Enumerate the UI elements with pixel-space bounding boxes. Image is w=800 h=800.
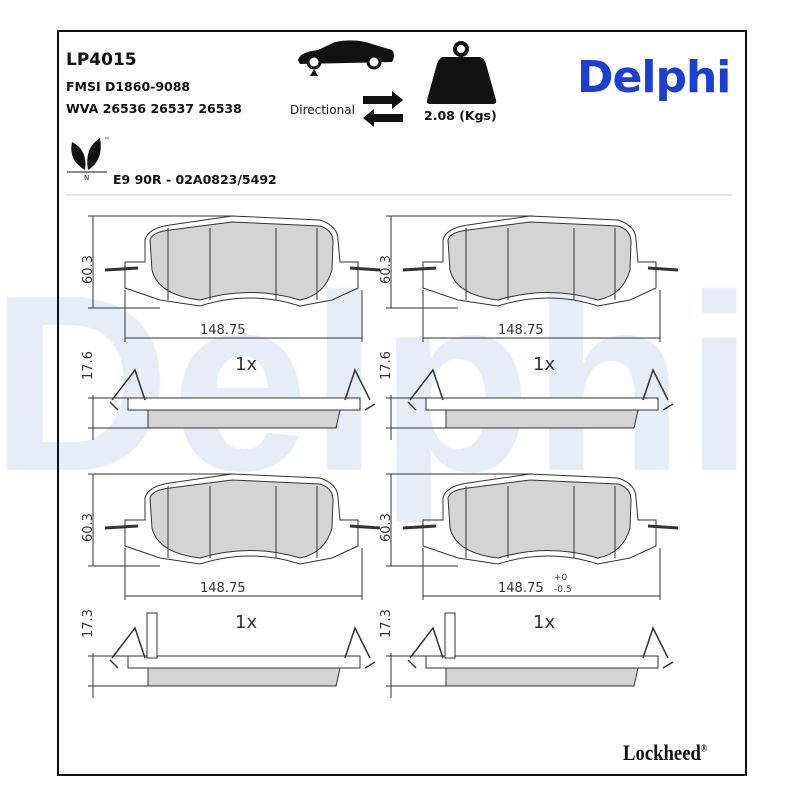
lockheed-text: Lockheed (623, 740, 701, 765)
wear-clip (402, 524, 679, 530)
friction-material (447, 479, 632, 559)
car-axle-icon (298, 40, 394, 76)
friction-material (149, 221, 334, 301)
height-dim-label: 60.3 (81, 255, 96, 284)
thickness-dim-label: 17.6 (81, 351, 96, 380)
width-tol-lower: -0.5 (554, 585, 572, 595)
quantity-label: 1x (235, 612, 257, 633)
delphi-logo: Delphi (577, 52, 731, 103)
width-dim-label: 148.75 (200, 323, 246, 338)
spring-clip (109, 626, 376, 669)
width-dim-label: 148.75 (498, 581, 544, 596)
wear-clip (104, 266, 381, 272)
spring-clip (109, 368, 376, 411)
backing-plate (124, 473, 359, 565)
side-friction (147, 667, 341, 687)
pad-drawing: 60.3 148.75 17.6 1x (379, 215, 679, 440)
side-backing-plate (425, 397, 659, 411)
friction-material (447, 221, 632, 301)
spring-clip (407, 368, 674, 411)
approval-code: E9 90R - 02A0823/5492 (113, 172, 277, 187)
pad-drawing: 60.3 148.75 +0 -0.5 17.3 1x (379, 473, 679, 698)
width-dim-label: 148.75 (200, 581, 246, 596)
pad-drawing: 60.3 148.75 17.3 1x (81, 473, 381, 698)
side-backing-plate (127, 397, 361, 411)
directional-label: Directional (290, 103, 355, 117)
height-dim-label: 60.3 (81, 513, 96, 542)
registered-mark: ® (700, 743, 708, 755)
weight-value: 2.08 (Kgs) (424, 108, 497, 123)
directional-arrows-icon (363, 91, 403, 127)
height-dim-label: 60.3 (379, 255, 394, 284)
side-friction (445, 409, 639, 429)
thickness-dim-label: 17.3 (81, 609, 96, 638)
abutment-clip (444, 612, 456, 659)
width-dim-label: 148.75 (498, 323, 544, 338)
height-dim-label: 60.3 (379, 513, 394, 542)
sheet-frame (57, 30, 747, 776)
quantity-label: 1x (533, 354, 555, 375)
width-tol-upper: +0 (554, 573, 568, 583)
quantity-label: 1x (235, 354, 257, 375)
backing-plate (124, 215, 359, 307)
backing-plate (422, 473, 657, 565)
backing-plate (422, 215, 657, 307)
eco-leaf-icon (67, 138, 107, 173)
thickness-dim-label: 17.3 (379, 609, 394, 638)
eco-mark-label: N (84, 174, 90, 182)
wva-codes: WVA 26536 26537 26538 (66, 101, 242, 116)
side-friction (445, 667, 639, 687)
friction-material (149, 479, 334, 559)
abutment-clip (146, 612, 158, 659)
side-backing-plate (127, 655, 361, 669)
weight-icon (426, 41, 497, 104)
quantity-label: 1x (533, 612, 555, 633)
pad-drawing: 60.3 148.75 17.6 1x (81, 215, 381, 440)
thickness-dim-label: 17.6 (379, 351, 394, 380)
side-friction (147, 409, 341, 429)
lockheed-logo: Lockheed® (623, 740, 707, 766)
wear-clip (104, 524, 381, 530)
wear-clip (402, 266, 679, 272)
spring-clip (407, 626, 674, 669)
trademark: ™ (104, 137, 110, 144)
part-number: LP4015 (66, 50, 137, 70)
side-backing-plate (425, 655, 659, 669)
fmsi-code: FMSI D1860-9088 (66, 79, 191, 94)
